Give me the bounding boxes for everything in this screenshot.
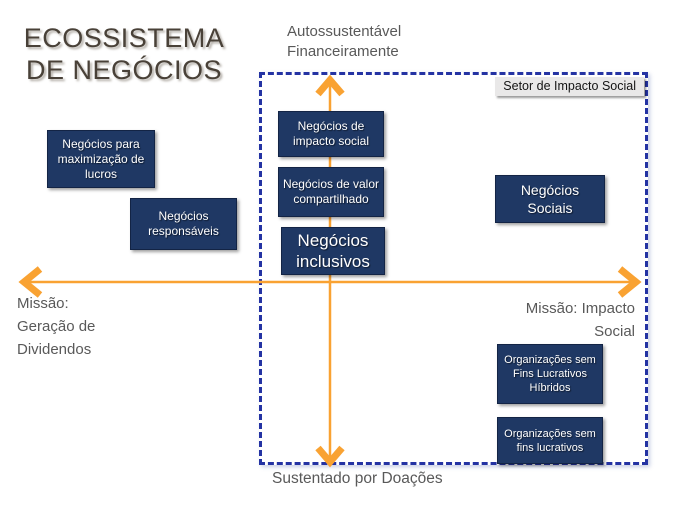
box-organizacoes-sem-fins-lucrativos-hibridos: Organizações sem Fins Lucrativos Híbrido… [497, 344, 603, 404]
axis-label-right: Missão: Impacto Social [525, 300, 635, 340]
box-organizacoes-sem-fins-lucrativos: Organizações sem fins lucrativos [497, 417, 603, 464]
axis-label-bottom: Sustentado por Doações [272, 470, 443, 487]
axis-label-left: Missão: Geração de Dividendos [17, 295, 96, 358]
social-impact-sector-boundary [259, 72, 648, 465]
box-negocios-inclusivos: Negócios inclusivos [281, 227, 385, 275]
box-negocios-responsaveis: Negócios responsáveis [130, 198, 237, 250]
box-negocios-impacto-social: Negócios de impacto social [278, 111, 384, 157]
axis-label-top: Autossustentável Financeiramente [287, 23, 402, 60]
diagram-title: ECOSSISTEMA DE NEGÓCIOS [23, 23, 225, 85]
box-negocios-sociais: Negócios Sociais [495, 175, 605, 223]
social-impact-sector-label: Setor de Impacto Social [495, 77, 644, 96]
box-negocios-valor-compartilhado: Negócios de valor compartilhado [278, 167, 384, 217]
box-negocios-maximizacao-lucros: Negócios para maximização de lucros [47, 130, 155, 188]
